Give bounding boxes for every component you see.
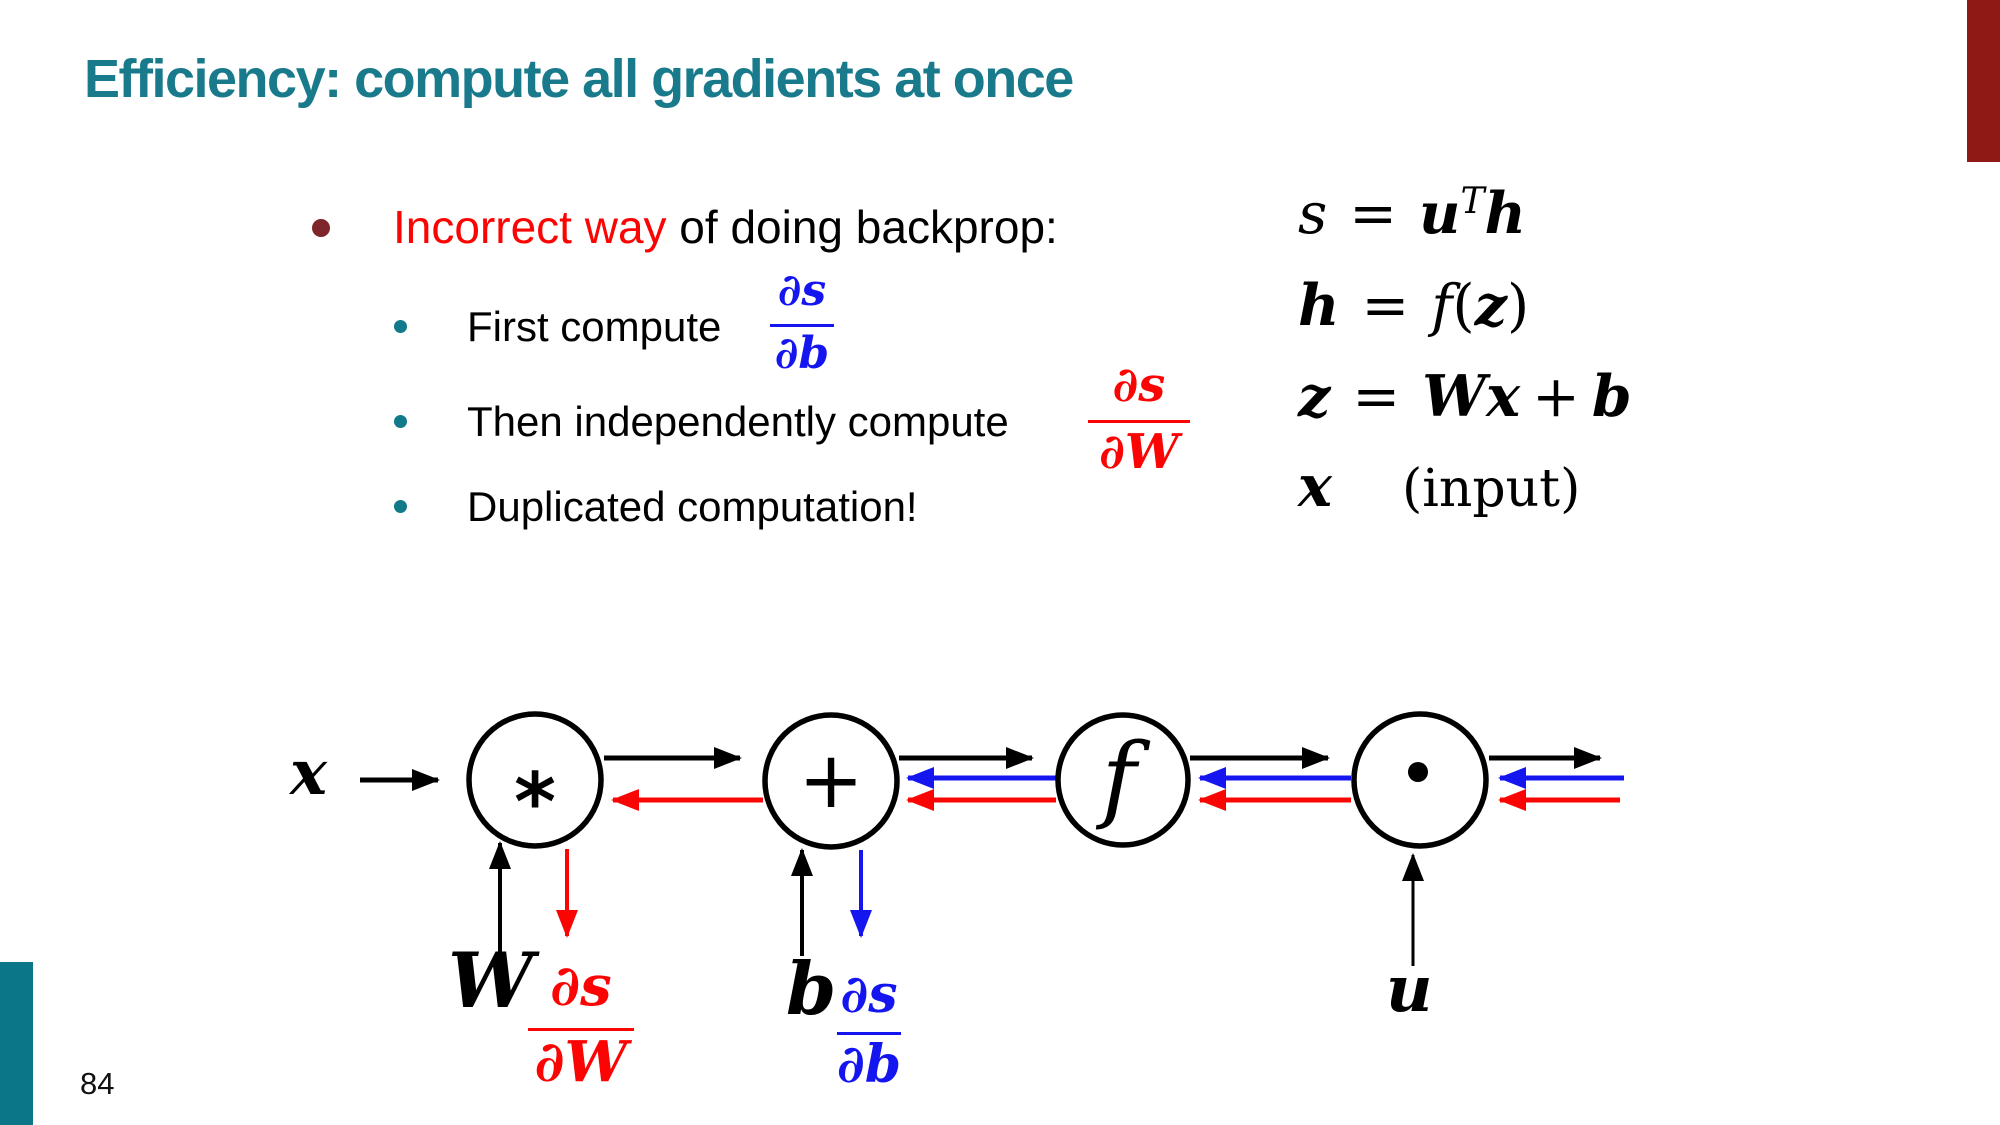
eq2-z: z [1474, 272, 1507, 339]
eq3-b: b [1591, 363, 1632, 430]
eq2-close-paren: ) [1506, 273, 1530, 339]
slide-title: Efficiency: compute all gradients at onc… [84, 49, 1074, 109]
bullet-dot-sub3 [394, 500, 407, 513]
fraction-denominator: ∂b [770, 324, 834, 381]
bullet-sub1-text: First compute [467, 303, 722, 350]
eq3-equals: = [1352, 364, 1401, 430]
eq1-lhs: s [1298, 181, 1328, 247]
eq2-lhs: h [1298, 272, 1340, 339]
bullet-dot-sub1 [394, 320, 407, 333]
fraction-ds-db-diagram: ∂s ∂b [837, 958, 901, 1095]
equation-x-input: x (input) [1298, 453, 1580, 520]
bullet-dot-main [312, 219, 330, 237]
diagram-W-label: W [448, 936, 534, 1025]
diagram-input-label: x [290, 736, 327, 809]
page-number: 84 [80, 1066, 115, 1101]
accent-bar-bottom-left [0, 962, 33, 1125]
multiply-symbol: * [514, 756, 556, 849]
node-multiply [466, 711, 604, 849]
eq2-equals: = [1361, 273, 1410, 339]
eq1-h: h [1484, 180, 1526, 247]
diagram-b-label: b [786, 946, 837, 1031]
eq4-lhs: x [1298, 453, 1332, 520]
fraction-ds-dW-diagram: ∂s ∂W [528, 944, 634, 1093]
equation-h: h = f(z) [1298, 272, 1529, 339]
bullet-dot-sub2 [394, 415, 407, 428]
bullet-sub2-text: Then independently compute [467, 398, 1009, 445]
bullet-main: Incorrect way of doing backprop: [393, 200, 1058, 254]
eq1-equals: = [1349, 181, 1398, 247]
fraction-ds-dW-inline: ∂s ∂W [1088, 350, 1190, 481]
fraction-numerator: ∂s [1112, 357, 1166, 413]
equation-s: s = uTh [1298, 180, 1526, 247]
eq3-lhs: z [1298, 363, 1331, 430]
eq1-transpose: T [1460, 181, 1485, 222]
eq3-W: W [1422, 363, 1487, 430]
accent-bar-top-right [1967, 0, 2000, 162]
diagram-u-label: u [1386, 952, 1433, 1027]
fraction-numerator: ∂s [550, 953, 612, 1019]
bullet-main-rest: of doing backprop: [666, 201, 1058, 253]
fraction-denominator: ∂W [1088, 420, 1190, 481]
fraction-numerator: ∂s [840, 964, 898, 1025]
equation-z: z = Wx+b [1298, 363, 1632, 430]
eq4-input-note: (input) [1401, 459, 1581, 519]
eq2-f: f [1431, 273, 1453, 339]
eq2-open-paren: ( [1452, 273, 1475, 339]
eq3-x: x [1486, 363, 1521, 430]
eq3-plus: + [1532, 364, 1580, 430]
fraction-numerator: ∂s [777, 265, 827, 316]
dot-product-symbol [1408, 762, 1428, 782]
bullet-sub3-text: Duplicated computation! [467, 483, 918, 530]
fraction-denominator: ∂b [837, 1032, 902, 1095]
eq1-u: u [1419, 180, 1461, 247]
fraction-denominator: ∂W [528, 1028, 634, 1093]
node-activation [1055, 712, 1191, 848]
fraction-ds-db-inline: ∂s ∂b [770, 258, 834, 381]
add-symbol: + [798, 736, 863, 826]
bullet-main-highlight: Incorrect way [393, 201, 667, 253]
node-add [762, 712, 900, 850]
